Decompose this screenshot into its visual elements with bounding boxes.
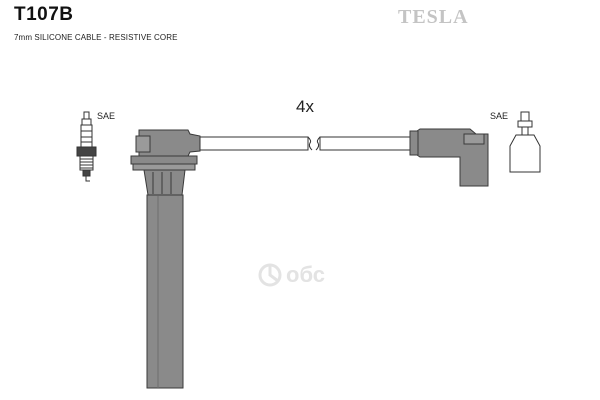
- left-terminal-label: SAE: [97, 111, 116, 121]
- watermark: обс: [258, 262, 325, 288]
- part-number: T107B: [14, 4, 74, 25]
- quantity-label: 4x: [296, 97, 314, 116]
- ignition-cable: [199, 136, 411, 151]
- brand-logo: TESLA: [398, 6, 469, 28]
- spark-plug-boot-straight: [130, 129, 201, 389]
- watermark-logo-icon: [258, 263, 282, 287]
- watermark-text: обс: [286, 262, 325, 287]
- coil-terminal-icon: [509, 111, 541, 173]
- right-terminal-label: SAE: [490, 111, 509, 121]
- cable-description: 7mm SILICONE CABLE - RESISTIVE CORE: [14, 33, 178, 42]
- spark-plug-icon: [76, 111, 97, 182]
- coil-boot-angled: [409, 128, 489, 187]
